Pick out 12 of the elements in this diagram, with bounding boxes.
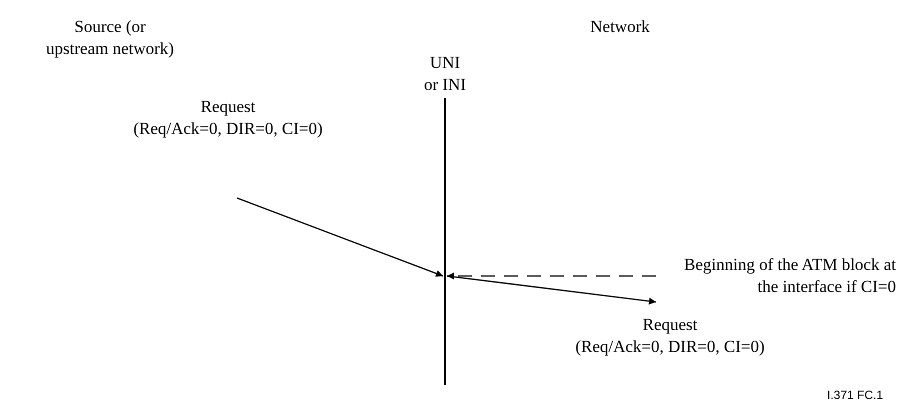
dashed-arrow	[447, 272, 656, 280]
message-name: Request	[642, 314, 698, 336]
message-parameters: (Req/Ack=0, DIR=0, CI=0)	[574, 336, 766, 358]
column-heading: Network	[589, 16, 651, 38]
figure-id: I.371 FC.1	[826, 388, 884, 402]
column-heading: Source (or upstream network)	[45, 16, 175, 60]
arrow	[446, 275, 656, 305]
message-parameters: (Req/Ack=0, DIR=0, CI=0)	[132, 118, 324, 140]
message-name: Request	[200, 96, 256, 118]
annotation-text: Beginning of the ATM block at the interface if CI=0	[682, 254, 896, 298]
arrow	[236, 197, 444, 277]
interface-label: UNI or INI	[422, 52, 467, 96]
